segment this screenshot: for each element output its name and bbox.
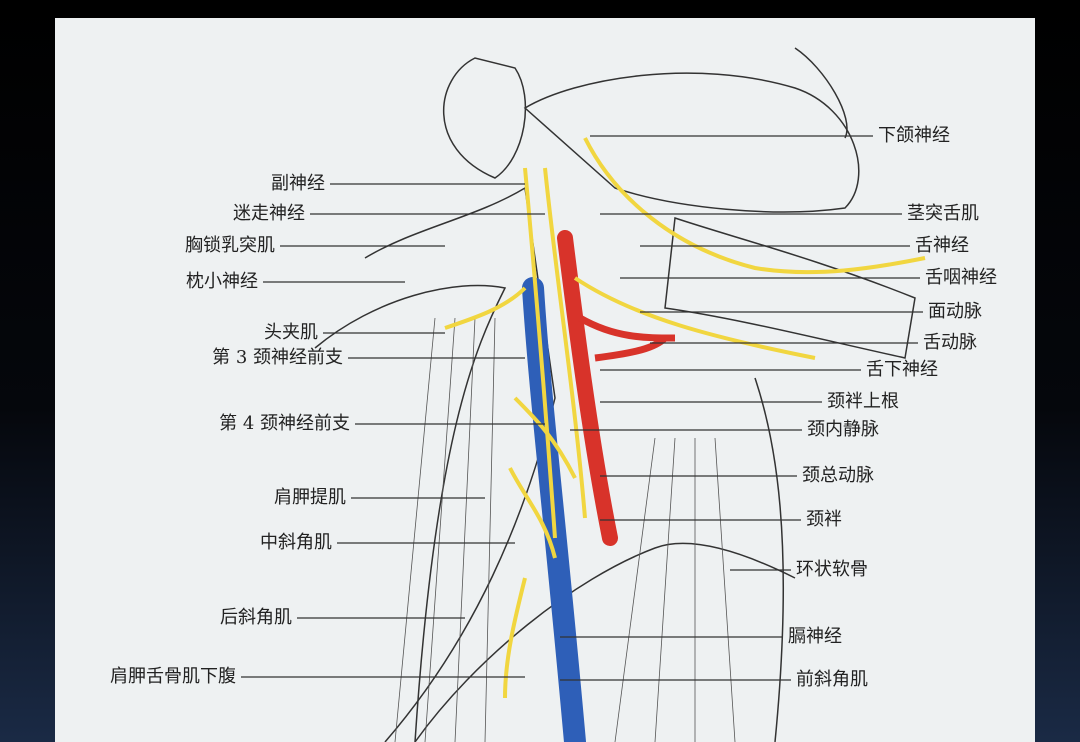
- label-ansa-cervicalis-superior-root: 颈袢上根: [827, 391, 899, 412]
- leader-lines: [241, 135, 923, 681]
- label-vagus-nerve: 迷走神经: [233, 203, 305, 224]
- label-glossopharyngeal-nerve: 舌咽神经: [925, 267, 997, 288]
- diagram-page: 副神经 迷走神经 胸锁乳突肌 枕小神经 头夹肌 第 3 颈神经前支 第 4 颈神…: [55, 18, 1035, 742]
- label-middle-scalene: 中斜角肌: [260, 532, 332, 553]
- label-accessory-nerve: 副神经: [271, 173, 325, 194]
- label-cricoid-cartilage: 环状软骨: [796, 559, 868, 580]
- nerves: [444, 137, 926, 699]
- skull-base-outline: [523, 72, 860, 213]
- label-anterior-scalene: 前斜角肌: [796, 669, 868, 690]
- neck-anatomy-illustration: [314, 47, 926, 742]
- nose-outline: [794, 47, 848, 139]
- label-hypoglossal-nerve: 舌下神经: [866, 359, 938, 380]
- label-lingual-artery: 舌动脉: [923, 332, 977, 353]
- label-facial-artery: 面动脉: [928, 301, 982, 322]
- label-c4-anterior-ramus: 第 4 颈神经前支: [219, 413, 350, 434]
- label-omohyoid-inferior-belly: 肩胛舌骨肌下腹: [110, 666, 236, 687]
- tongue-muscle-outline: [664, 216, 916, 359]
- label-ansa-cervicalis: 颈袢: [806, 509, 842, 530]
- larynx-outline: [754, 377, 785, 742]
- label-sternocleidomastoid: 胸锁乳突肌: [185, 235, 275, 256]
- ear-outline: [443, 57, 527, 179]
- label-mandibular-nerve: 下颌神经: [878, 125, 950, 146]
- label-c3-anterior-ramus: 第 3 颈神经前支: [212, 347, 343, 368]
- label-internal-jugular-vein: 颈内静脉: [807, 419, 879, 440]
- label-levator-scapulae: 肩胛提肌: [274, 487, 346, 508]
- label-posterior-scalene: 后斜角肌: [220, 607, 292, 628]
- common-carotid-artery: [557, 230, 618, 546]
- label-phrenic-nerve: 膈神经: [788, 626, 842, 647]
- label-lingual-nerve: 舌神经: [915, 235, 969, 256]
- label-splenius-capitis: 头夹肌: [264, 322, 318, 343]
- label-styloglossus: 茎突舌肌: [907, 203, 979, 224]
- external-carotid-branches: [578, 314, 676, 362]
- label-common-carotid-artery: 颈总动脉: [802, 465, 874, 486]
- muscle-fibers: [394, 317, 736, 742]
- omohyoid-outline: [414, 542, 796, 742]
- label-lesser-occipital-nerve: 枕小神经: [186, 271, 258, 292]
